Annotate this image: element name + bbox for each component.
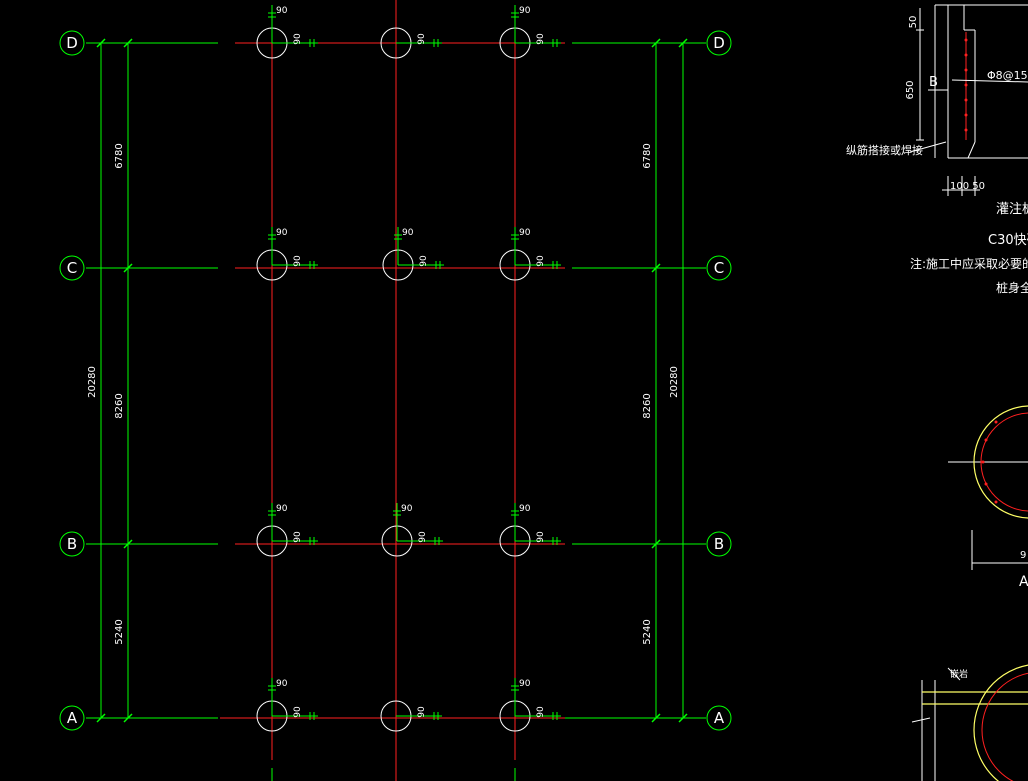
dim-text-right-d-c: 6780 — [642, 143, 653, 168]
pile-offset-label-y: 90 — [519, 504, 531, 514]
pile-offset-label-y: 90 — [519, 228, 531, 238]
section-a-rebar-circle — [980, 412, 1028, 512]
pile[interactable]: 90 90 — [256, 227, 318, 281]
pile-offset-label-x: 90 — [417, 33, 427, 45]
detail-note-pile: 桩身全 — [996, 280, 1028, 295]
pile-offset-label-x: 90 — [536, 531, 546, 543]
section-b-rebar-circle — [981, 672, 1028, 781]
detail-dim-height: 650 — [905, 80, 916, 99]
pile-offset-label-y: 90 — [519, 679, 531, 689]
pile[interactable]: 90 90 — [256, 5, 318, 59]
axis-label-a-left: A — [67, 709, 78, 727]
dim-text-right-b-a: 5240 — [642, 619, 653, 644]
pile-offset-label-y: 90 — [276, 679, 288, 689]
pile[interactable]: 90 — [380, 700, 442, 732]
detail-note-rebar: 纵筋搭接或焊接 — [846, 143, 923, 157]
dim-text-left-total: 20280 — [87, 366, 98, 398]
pile-offset-label-x: 90 — [293, 706, 303, 718]
pile[interactable]: 90 90 — [382, 227, 444, 281]
detail-title: 灌注桩 — [996, 202, 1028, 217]
pile-offset-label-x: 90 — [419, 255, 429, 267]
pile-offset-label-x: 90 — [293, 531, 303, 543]
pile-offset-label-x: 90 — [536, 255, 546, 267]
detail-dim-bottom: 100 50 — [950, 181, 985, 192]
axis-bubble-d-left[interactable] — [59, 30, 85, 56]
axis-bubble-d-right[interactable] — [706, 30, 732, 56]
pile-offset-label-x: 90 — [293, 33, 303, 45]
pile[interactable]: 90 90 — [499, 503, 561, 557]
detail-dim-top: 50 — [908, 16, 919, 29]
detail-label-a: A — [1019, 574, 1028, 590]
section-b-outer-circle — [973, 664, 1028, 781]
pile-offset-label-y: 90 — [401, 504, 413, 514]
detail-section-label: B — [929, 75, 938, 90]
pile-offset-label-x: 90 — [417, 706, 427, 718]
detail-dim-a: 9 — [1020, 550, 1026, 561]
detail-note-construction: 注:施工中应采取必要的安全 — [910, 256, 1028, 271]
dimension-lines — [86, 38, 706, 781]
axis-label-c-right: C — [714, 259, 724, 277]
dim-text-left-b-a: 5240 — [114, 619, 125, 644]
dim-text-left-c-b: 8260 — [114, 393, 125, 418]
dim-text-left-d-c: 6780 — [114, 143, 125, 168]
pile[interactable]: 90 90 — [499, 5, 561, 59]
pile[interactable]: 90 90 — [256, 678, 318, 732]
axis-label-b-right: B — [714, 535, 724, 553]
axis-label-d-right: D — [713, 34, 725, 52]
axis-bubble-a-right[interactable] — [706, 705, 732, 731]
dim-text-right-c-b: 8260 — [642, 393, 653, 418]
pile-offset-label-y: 90 — [519, 6, 531, 16]
axis-label-d-left: D — [66, 34, 78, 52]
pile[interactable]: 90 90 — [499, 227, 561, 281]
pile-detail-panel: 50 650 B Φ8@150 纵筋搭接或焊接 100 50 灌注桩 C30快硬… — [846, 4, 1028, 781]
axis-bubble-b-left[interactable] — [59, 531, 85, 557]
pile[interactable]: 90 — [380, 27, 442, 59]
axis-bubbles — [59, 30, 732, 731]
axis-bubble-a-left[interactable] — [59, 705, 85, 731]
detail-concrete: C30快硬 — [988, 233, 1028, 248]
pile-offset-label-y: 90 — [402, 228, 414, 238]
pile[interactable]: 90 90 — [256, 503, 318, 557]
axis-bubble-c-right[interactable] — [706, 255, 732, 281]
pile-offset-label-y: 90 — [276, 504, 288, 514]
dim-text-right-total: 20280 — [669, 366, 680, 398]
pile-offset-label-y: 90 — [276, 228, 288, 238]
axis-bubble-c-left[interactable] — [59, 255, 85, 281]
pile-offset-label-x: 90 — [293, 255, 303, 267]
axis-label-b-left: B — [67, 535, 77, 553]
pile-offset-label-x: 90 — [536, 33, 546, 45]
grid-lines — [220, 0, 565, 781]
pile-offset-label-y: 90 — [276, 6, 288, 16]
pile-offset-label-x: 90 — [418, 531, 428, 543]
detail-rebar-spec: Φ8@150 — [987, 69, 1028, 82]
pile[interactable]: 90 90 — [499, 678, 561, 732]
section-a-outer-circle — [973, 405, 1028, 519]
pile[interactable]: 90 90 — [381, 503, 443, 557]
axis-label-c-left: C — [67, 259, 77, 277]
axis-bubble-b-right[interactable] — [706, 531, 732, 557]
detail-small-label: 嵌岩 — [950, 668, 968, 680]
pile-offset-label-x: 90 — [536, 706, 546, 718]
axis-label-a-right: A — [714, 709, 725, 727]
